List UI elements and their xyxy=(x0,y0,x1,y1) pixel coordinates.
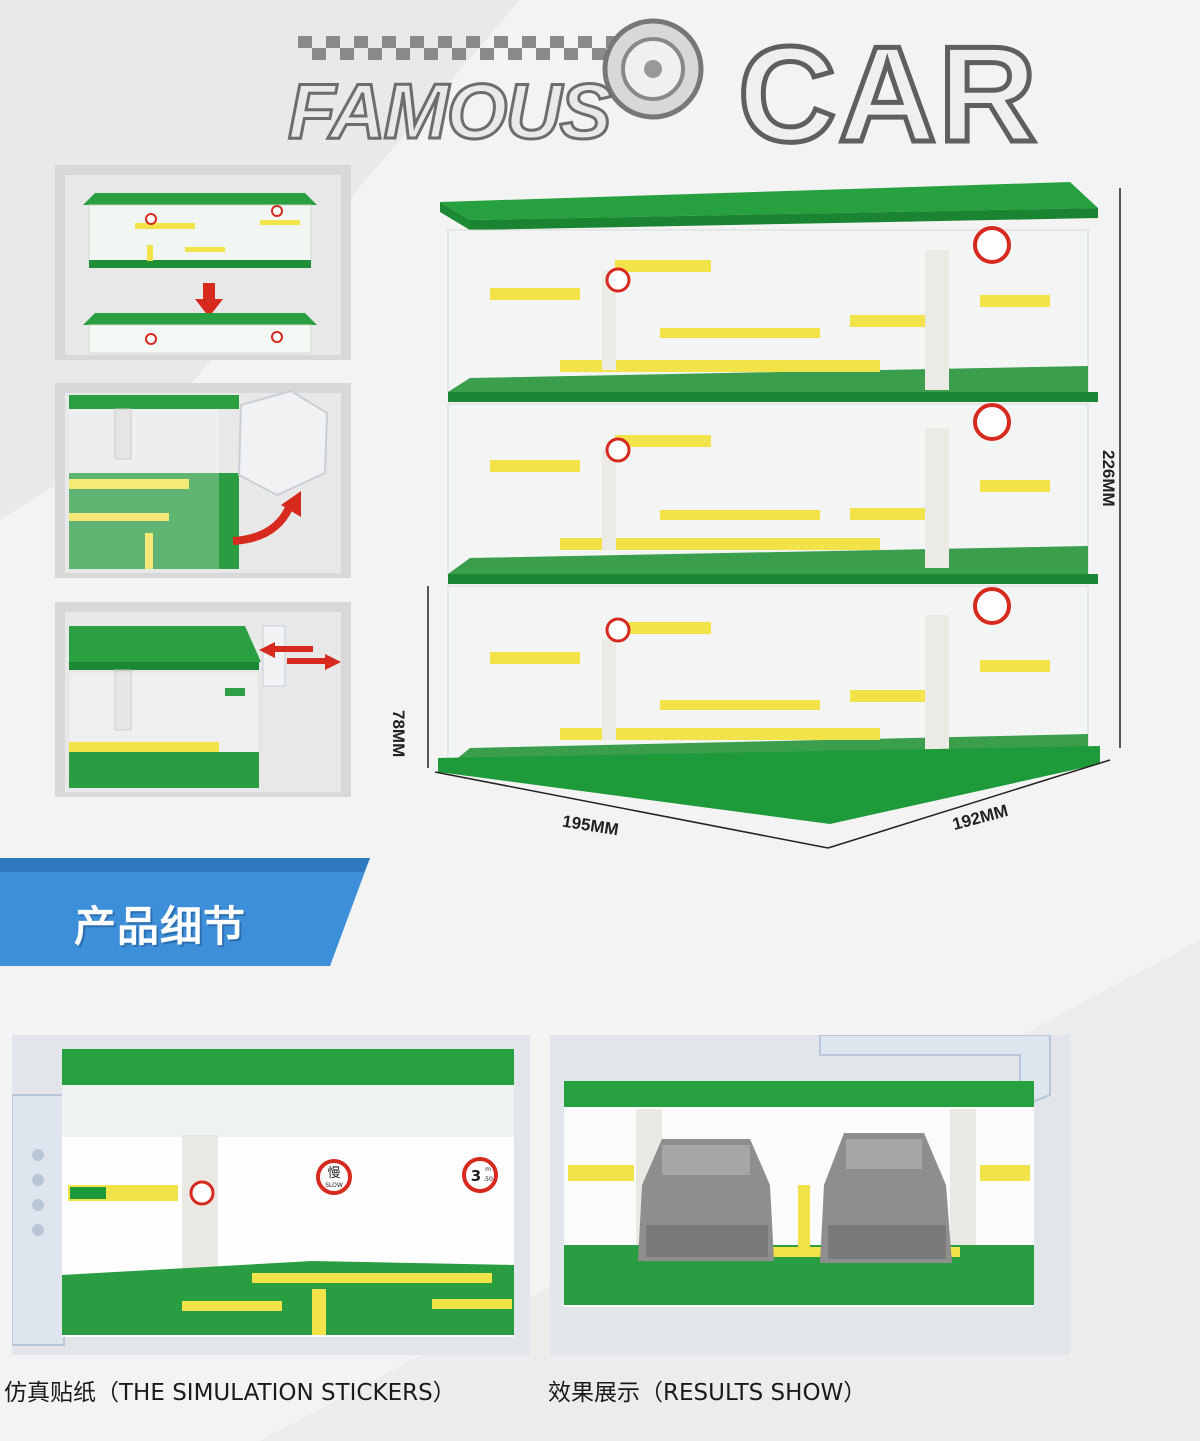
brand-logo: FAMOUS CAR xyxy=(268,14,1168,165)
sticker-height-limit: 3 m .50 xyxy=(462,1157,498,1193)
sticker-height-unit: m xyxy=(485,1166,491,1173)
arrow-left-right-icon xyxy=(259,642,341,670)
sticker-slow-cn: 慢 xyxy=(327,1165,340,1181)
dimension-height: 226MM xyxy=(1099,450,1118,507)
car-left xyxy=(638,1139,774,1261)
step-side-panel xyxy=(55,383,351,578)
caption-stickers: 仿真贴纸（THE SIMULATION STICKERS） xyxy=(4,1380,456,1406)
side-panel-illustration xyxy=(55,383,351,578)
arrow-down-icon xyxy=(203,283,215,301)
caption-results: 效果展示（RESULTS SHOW） xyxy=(548,1380,867,1406)
sticker-slow: 慢 SLOW xyxy=(316,1159,352,1195)
section-tab-bg xyxy=(0,858,370,966)
tire-icon xyxy=(602,18,704,120)
detail-stickers: 慢 SLOW 3 m .50 xyxy=(11,1035,530,1355)
results-illustration xyxy=(550,1034,1070,1355)
sticker-slow-en: SLOW xyxy=(325,1182,343,1189)
step-stack-panel xyxy=(55,165,351,360)
car-right xyxy=(820,1133,952,1263)
step-slide-panel xyxy=(55,602,351,797)
slide-illustration xyxy=(55,602,351,797)
logo-word-car: CAR xyxy=(736,18,1040,170)
logo-word-famous: FAMOUS xyxy=(287,67,614,155)
dimension-layer-height: 78MM xyxy=(389,710,408,758)
section-title: 产品细节 xyxy=(74,902,247,951)
checker-flag-icon xyxy=(298,36,620,60)
sticker-height-value: 3 xyxy=(471,1167,481,1185)
display-case-3d: 226MM 78MM 195MM 192MM xyxy=(380,160,1180,860)
detail-results xyxy=(550,1034,1070,1355)
sticker-height-decimal: .50 xyxy=(483,1176,493,1183)
stack-illustration xyxy=(55,165,351,360)
stickers-illustration: 慢 SLOW 3 m .50 xyxy=(11,1035,530,1355)
display-case-illustration xyxy=(427,182,1121,849)
